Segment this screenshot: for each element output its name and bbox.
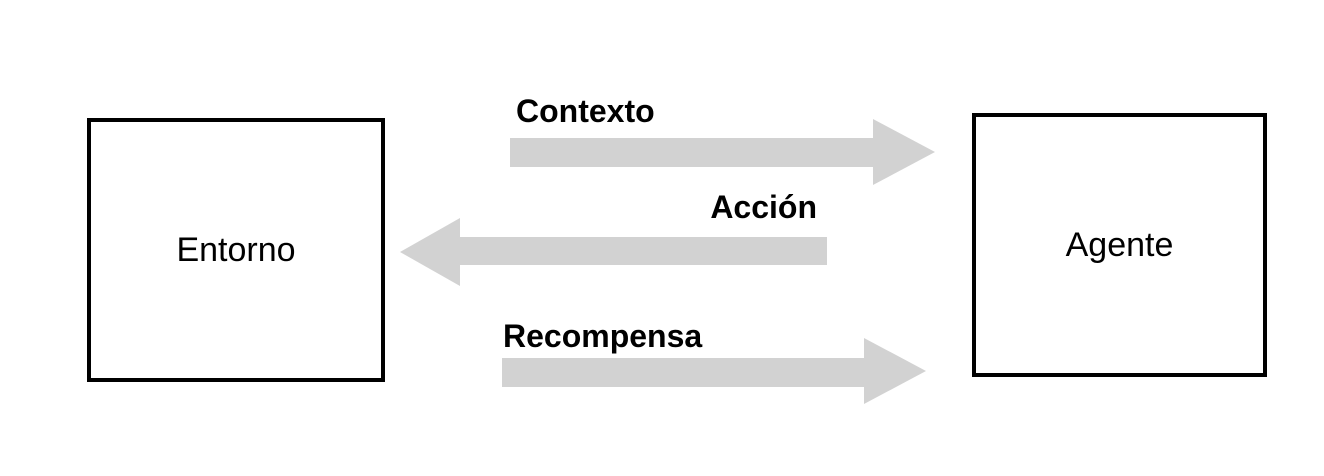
arrow-right-icon xyxy=(873,119,935,185)
edge-label-recompensa: Recompensa xyxy=(503,318,703,354)
arrow-left-icon xyxy=(400,218,460,286)
node-entorno-label: Entorno xyxy=(176,230,296,269)
arrow-recompensa-shaft xyxy=(502,358,864,387)
node-agente-label: Agente xyxy=(1065,225,1174,264)
arrow-right-icon xyxy=(864,338,926,404)
arrow-contexto-shaft xyxy=(510,138,873,167)
node-agente: Agente xyxy=(972,113,1267,377)
edge-label-contexto: Contexto xyxy=(516,93,655,129)
arrow-accion-shaft xyxy=(460,237,827,265)
edge-label-accion: Acción xyxy=(710,189,817,225)
node-entorno: Entorno xyxy=(87,118,385,382)
